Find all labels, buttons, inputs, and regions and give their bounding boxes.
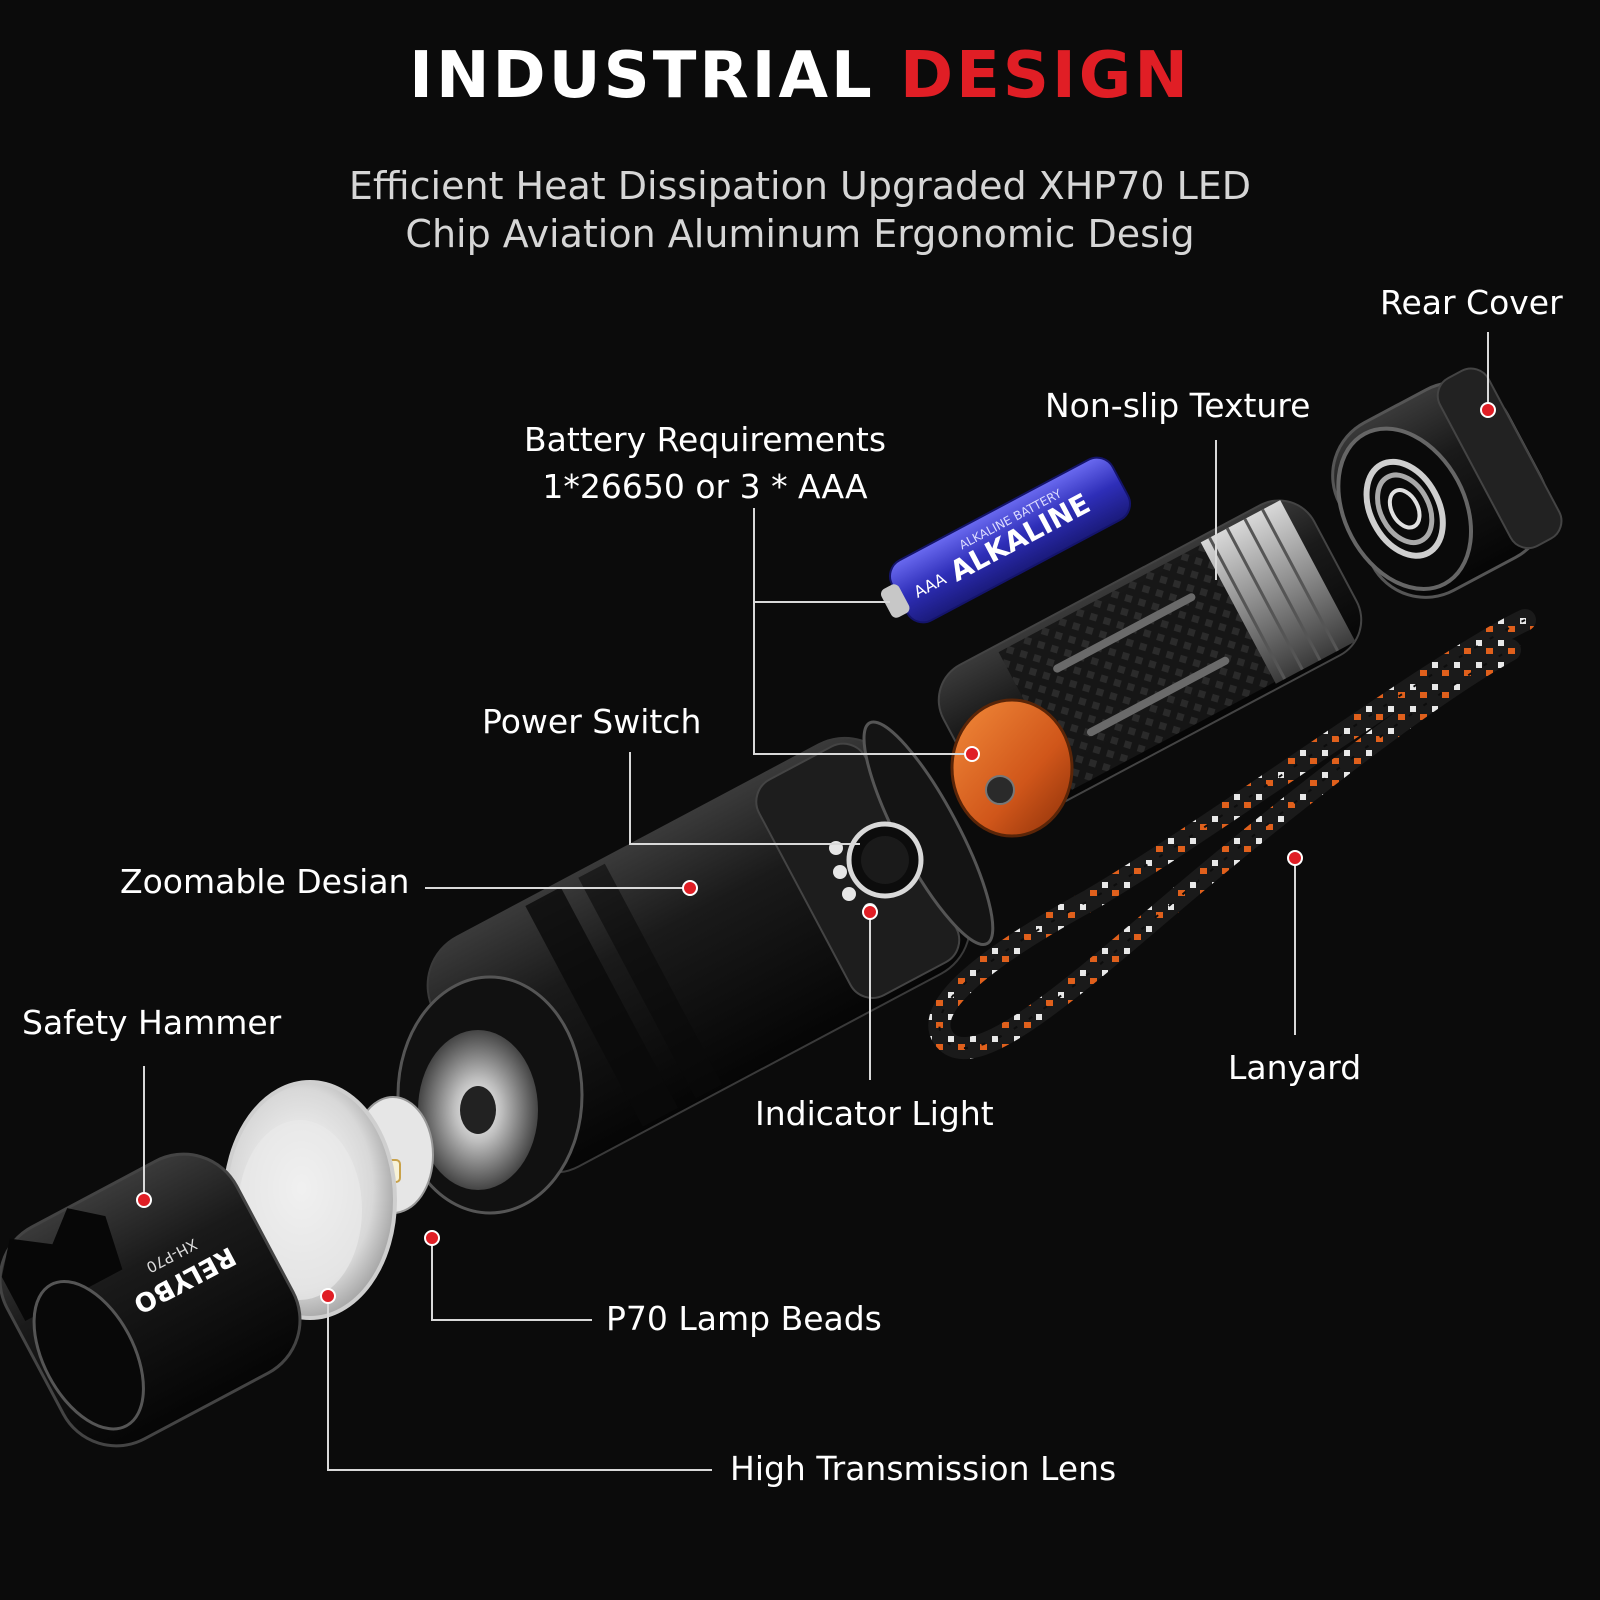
label-lanyard: Lanyard bbox=[1228, 1048, 1362, 1087]
marker-zoomable bbox=[682, 880, 698, 896]
lanyard-weave bbox=[938, 619, 1526, 1050]
label-battery-requirements: Battery Requirements bbox=[523, 420, 887, 459]
leader-lamp-beads bbox=[431, 1238, 592, 1321]
leader-power-switch bbox=[629, 752, 860, 845]
head-front-part bbox=[396, 975, 584, 1215]
title-red-part: DESIGN bbox=[900, 39, 1191, 113]
label-battery-spec: 1*26650 or 3 * AAA bbox=[542, 467, 868, 506]
leader-lens bbox=[327, 1296, 712, 1471]
subtitle-line-2: Chip Aviation Aluminum Ergonomic Desig bbox=[405, 212, 1195, 256]
indicator-dot-2 bbox=[833, 865, 847, 879]
marker-indicator bbox=[862, 904, 878, 920]
title-white-part: INDUSTRIAL bbox=[409, 39, 875, 113]
label-indicator-light: Indicator Light bbox=[755, 1094, 994, 1133]
orange-cap-part bbox=[950, 698, 1074, 838]
safety-hammer-part: RELYBO XH-P70 bbox=[0, 1152, 302, 1448]
marker-lens bbox=[320, 1288, 336, 1304]
indicator-dot-3 bbox=[842, 887, 856, 901]
marker-lamp-beads bbox=[424, 1230, 440, 1246]
marker-battery-cap bbox=[964, 746, 980, 762]
marker-safety-hammer bbox=[136, 1192, 152, 1208]
power-switch-part bbox=[829, 821, 924, 917]
label-power-switch: Power Switch bbox=[482, 702, 702, 741]
label-lamp-beads: P70 Lamp Beads bbox=[606, 1299, 882, 1338]
leader-battery-cap bbox=[753, 508, 972, 755]
marker-rear-cover bbox=[1480, 402, 1496, 418]
label-lens: High Transmission Lens bbox=[730, 1449, 1117, 1488]
marker-lanyard bbox=[1287, 850, 1303, 866]
subtitle-line-1: Efficient Heat Dissipation Upgraded XHP7… bbox=[348, 164, 1252, 208]
page-title: INDUSTRIAL DESIGN bbox=[0, 38, 1600, 114]
subtitle: Efficient Heat Dissipation Upgraded XHP7… bbox=[150, 162, 1450, 258]
rear-cover-part bbox=[1331, 367, 1563, 599]
label-safety-hammer: Safety Hammer bbox=[22, 1003, 282, 1042]
label-rear-cover: Rear Cover bbox=[1380, 283, 1563, 322]
label-zoomable-design: Zoomable Desian bbox=[120, 862, 410, 901]
leader-lines bbox=[143, 332, 1489, 1471]
marker-dots bbox=[136, 402, 1496, 1304]
label-non-slip-texture: Non-slip Texture bbox=[1045, 386, 1311, 425]
